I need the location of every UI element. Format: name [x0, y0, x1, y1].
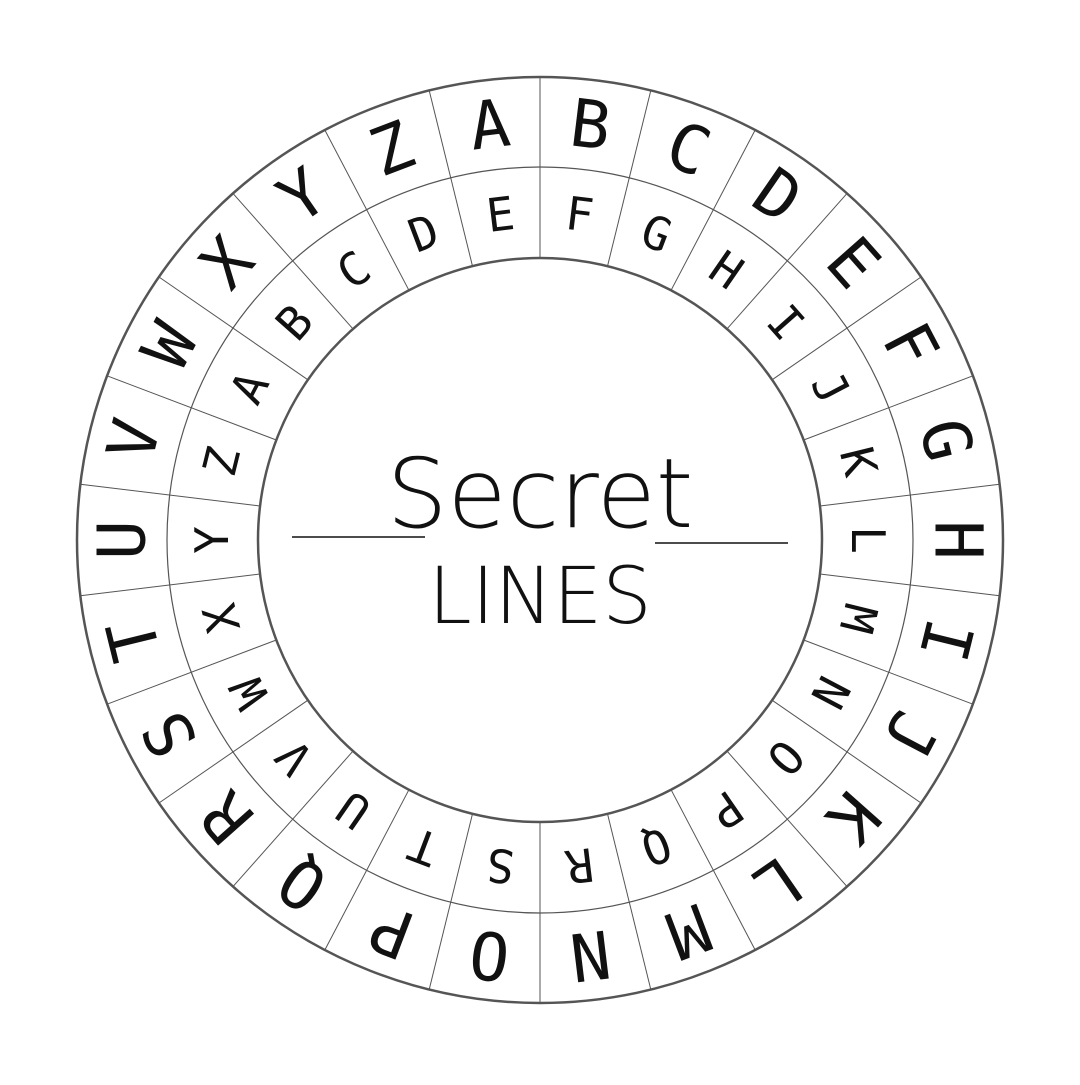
inner-ring-letter: A: [219, 363, 280, 413]
segment-divider: [428, 90, 473, 267]
segment-divider: [158, 699, 309, 804]
inner-ring-letter: D: [401, 203, 446, 263]
segment-divider: [607, 813, 652, 990]
inner-ring-letter: T: [401, 817, 446, 877]
outer-ring-letter: B: [566, 84, 615, 165]
outer-ring-letter: F: [867, 310, 954, 381]
inner-ring-letter: F: [563, 186, 597, 243]
segment-divider: [158, 276, 309, 381]
outer-ring-letter: U: [84, 520, 161, 560]
segment-divider: [80, 573, 261, 597]
segment-divider: [803, 375, 974, 441]
inner-ring-letter: R: [562, 837, 596, 894]
outer-ring-letter: H: [920, 520, 997, 560]
inner-ring-letter: G: [634, 203, 679, 263]
inner-ring-letter: X: [192, 598, 251, 638]
segment-divider: [106, 639, 277, 705]
inner-ring-letter: H: [700, 240, 753, 300]
inner-ring-letter: K: [829, 442, 888, 482]
segment-divider: [670, 129, 756, 291]
inner-ring-letter: N: [800, 668, 861, 718]
logo-line-secret: Secret: [387, 438, 694, 550]
center-logo: Secret LINES: [292, 438, 788, 642]
segment-divider: [726, 750, 848, 887]
outer-ring-letter: Z: [360, 106, 424, 192]
inner-ring-letter: I: [756, 294, 815, 351]
inner-ring-letter: J: [800, 363, 861, 413]
outer-ring-letter: J: [867, 699, 954, 770]
outer-ring-letter: Q: [264, 841, 340, 927]
logo-line-lines: LINES: [428, 552, 652, 642]
outer-ring-letter: S: [127, 699, 214, 770]
inner-ring-letter: Q: [634, 817, 679, 877]
outer-ring-letter: P: [360, 888, 424, 974]
inner-ring-letter: B: [265, 294, 324, 351]
inner-ring-letter: V: [265, 729, 324, 786]
outer-ring-letter: O: [465, 914, 514, 995]
segment-divider: [106, 375, 277, 441]
inner-ring-letter: P: [700, 780, 753, 840]
outer-ring-letter: A: [465, 84, 514, 165]
inner-ring-letter: C: [327, 240, 380, 300]
outer-ring-letter: E: [811, 222, 895, 303]
outer-ring-letter: G: [904, 411, 988, 468]
segment-divider: [232, 193, 354, 330]
outer-ring-letter: C: [656, 106, 720, 192]
segment-divider: [324, 129, 410, 291]
segment-divider: [607, 90, 652, 267]
outer-ring-letter: K: [811, 777, 895, 858]
segment-divider: [726, 193, 848, 330]
inner-ring-letter: Z: [192, 442, 251, 482]
inner-ring-letter: W: [219, 667, 280, 717]
segment-divider: [428, 813, 473, 990]
outer-ring-letter: L: [739, 841, 815, 927]
outer-ring-letter: W: [127, 310, 214, 381]
outer-ring-letter: N: [566, 914, 615, 995]
outer-ring-letter: I: [904, 612, 988, 669]
outer-ring-letter: D: [739, 153, 815, 239]
segment-divider: [324, 789, 410, 951]
outer-ring-letter: R: [185, 777, 269, 858]
segment-divider: [232, 750, 354, 887]
outer-ring-letter: M: [656, 888, 720, 974]
inner-ring-letter: U: [327, 780, 380, 840]
segment-divider: [803, 639, 974, 705]
outer-ring-letter: X: [185, 222, 269, 303]
inner-ring-letter: M: [829, 599, 888, 639]
inner-ring-letter: L: [841, 526, 895, 554]
segment-divider: [670, 789, 756, 951]
outer-ring-letter: Y: [264, 153, 340, 239]
segment-divider: [771, 276, 922, 381]
inner-ring-letter: Y: [185, 526, 239, 554]
outer-ring-letter: T: [92, 612, 176, 669]
inner-ring-letter: E: [483, 186, 517, 243]
wheel-dividers: [80, 77, 1000, 1003]
inner-ring-letter: O: [756, 729, 815, 786]
outer-ring-letter: V: [92, 411, 176, 468]
segment-divider: [819, 483, 1000, 507]
segment-divider: [819, 573, 1000, 597]
inner-ring-letter: S: [483, 837, 517, 894]
segment-divider: [80, 483, 261, 507]
segment-divider: [771, 699, 922, 804]
